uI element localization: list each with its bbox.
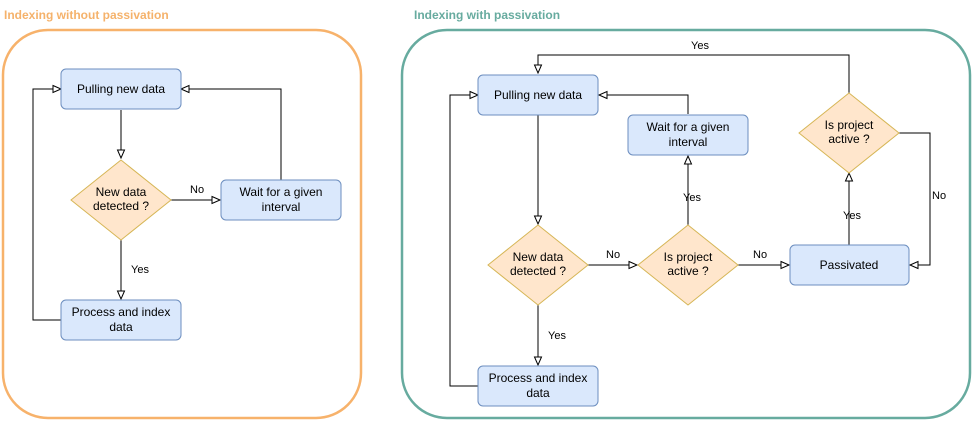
left-node-pulling-new-data-label: Pulling new data — [77, 82, 165, 96]
right-node-is-project-active-top — [798, 92, 900, 174]
right-edge-label-mid-no: No — [753, 249, 767, 261]
right-new-decision-line-1: New data — [513, 250, 564, 264]
right-node-process-and-index — [477, 365, 599, 407]
right-edge-label-top-no: No — [932, 190, 946, 202]
edge-left-process-to-pull — [32, 89, 61, 321]
right-edges — [449, 54, 931, 387]
left-edge-label-yes: Yes — [131, 264, 149, 276]
left-wait-line-2: interval — [262, 200, 301, 214]
right-process-line-2: data — [526, 386, 550, 400]
right-top-decision-line-1: Is project — [825, 118, 874, 132]
left-decision-line-1: New data — [96, 185, 147, 199]
right-edge-label-new-yes: Yes — [548, 330, 566, 342]
right-node-is-project-active-mid — [637, 224, 739, 306]
right-top-decision-line-2: active ? — [828, 132, 870, 146]
left-edges — [32, 89, 282, 321]
right-node-pulling-new-data-label: Pulling new data — [494, 88, 582, 102]
right-mid-decision-line-2: active ? — [667, 264, 709, 278]
right-wait-line-2: interval — [669, 135, 708, 149]
right-process-line-1: Process and index — [489, 371, 588, 385]
right-edge-label-mid-yes: Yes — [683, 192, 701, 204]
edge-right-wait-to-pull — [599, 95, 689, 114]
edge-right-top-decision-to-passivated — [899, 132, 931, 265]
right-node-passivated — [789, 244, 910, 286]
edge-right-top-decision-to-pull — [538, 54, 850, 93]
left-edge-label-no: No — [190, 184, 204, 196]
edge-right-process-to-pull — [449, 95, 478, 387]
right-node-new-data-detected — [487, 224, 589, 306]
left-wait-line-1: Wait for a given — [240, 185, 323, 199]
right-edge-label-passivated-yes: Yes — [843, 210, 861, 222]
right-node-wait-interval — [627, 114, 749, 156]
left-node-new-data-detected — [70, 159, 172, 241]
right-new-decision-line-2: detected ? — [510, 264, 566, 278]
left-decision-line-2: detected ? — [93, 199, 149, 213]
right-wait-line-1: Wait for a given — [647, 120, 730, 134]
panel-title-with-passivation: Indexing with passivation — [414, 8, 561, 22]
right-node-pulling-new-data — [477, 74, 599, 116]
right-edge-label-top-yes: Yes — [691, 40, 709, 52]
left-process-line-1: Process and index — [72, 305, 171, 319]
left-node-pulling-new-data — [60, 68, 182, 110]
right-mid-decision-line-1: Is project — [664, 250, 713, 264]
left-node-process-and-index — [60, 299, 182, 341]
right-edge-label-new-no: No — [606, 249, 620, 261]
right-node-passivated-label: Passivated — [820, 258, 879, 272]
panel-frame-with-passivation — [400, 28, 972, 420]
edge-left-wait-to-pull — [181, 89, 282, 180]
panel-frame-without-passivation — [1, 28, 363, 420]
left-node-wait-interval — [220, 179, 342, 221]
left-process-line-2: data — [109, 320, 133, 334]
panel-title-without-passivation: Indexing without passivation — [4, 8, 169, 22]
